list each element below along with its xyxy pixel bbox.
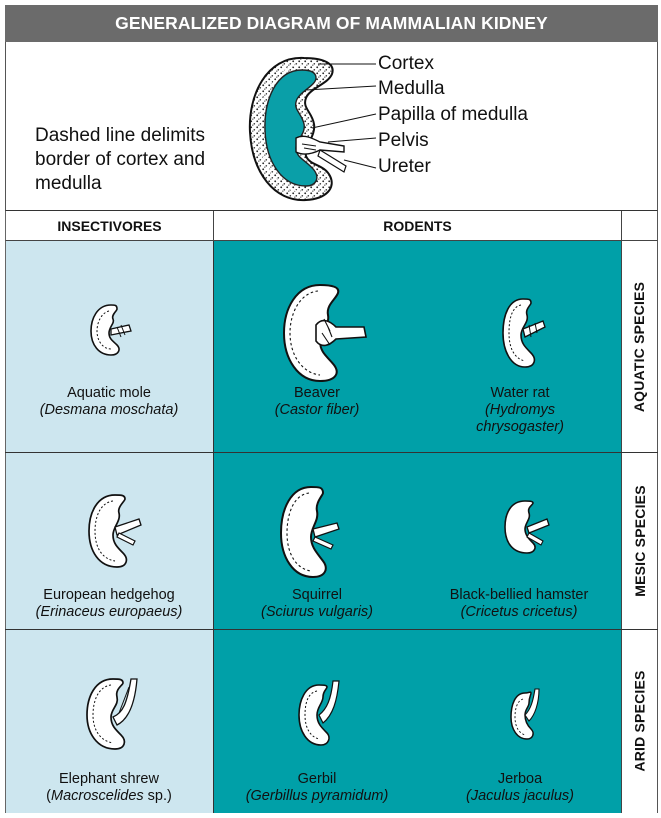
label-leader-lines (6, 42, 659, 211)
header-insectivores: INSECTIVORES (5, 211, 213, 241)
kidney-water-rat (499, 295, 551, 371)
kidney-gerbil (295, 679, 347, 749)
species-squirrel: Squirrel (Sciurus vulgaris) (217, 587, 417, 621)
species-water-rat: Water rat (Hydromys chrysogaster) (425, 385, 615, 436)
row-label-aquatic: AQUATIC SPECIES (621, 241, 658, 452)
label-papilla: Papilla of medulla (378, 104, 528, 126)
kidney-figure: GENERALIZED DIAGRAM OF MAMMALIAN KIDNEY … (5, 5, 658, 813)
species-elephant-shrew: Elephant shrew (Macroscelides sp.) (13, 771, 205, 805)
generalized-diagram-panel: Dashed line delimits border of cortex an… (5, 42, 658, 211)
species-european-hedgehog: European hedgehog (Erinaceus europaeus) (13, 587, 205, 621)
label-cortex: Cortex (378, 53, 434, 75)
row-label-mesic: MESIC SPECIES (621, 452, 658, 629)
figure-title: GENERALIZED DIAGRAM OF MAMMALIAN KIDNEY (5, 5, 658, 42)
row-divider (5, 629, 658, 630)
label-ureter: Ureter (378, 156, 431, 178)
label-pelvis: Pelvis (378, 130, 429, 152)
kidney-elephant-shrew (83, 673, 147, 753)
row-divider (5, 452, 658, 453)
species-aquatic-mole: Aquatic mole (Desmana moschata) (15, 385, 203, 419)
species-jerboa: Jerboa (Jaculus jaculus) (425, 771, 615, 805)
rodents-column (213, 241, 621, 813)
kidney-jerboa (507, 687, 547, 743)
header-rodents: RODENTS (213, 211, 621, 241)
kidney-aquatic-mole (87, 301, 137, 361)
row-label-arid: ARID SPECIES (621, 629, 658, 813)
species-black-bellied-hamster: Black-bellied hamster (Cricetus cricetus… (421, 587, 617, 621)
kidney-squirrel (277, 483, 347, 581)
species-gerbil: Gerbil (Gerbillus pyramidum) (217, 771, 417, 805)
species-beaver: Beaver (Castor fiber) (217, 385, 417, 419)
kidney-black-bellied-hamster (501, 497, 555, 557)
label-medulla: Medulla (378, 78, 445, 100)
kidney-beaver (280, 281, 370, 385)
kidney-european-hedgehog (85, 491, 149, 571)
header-blank (621, 211, 658, 241)
